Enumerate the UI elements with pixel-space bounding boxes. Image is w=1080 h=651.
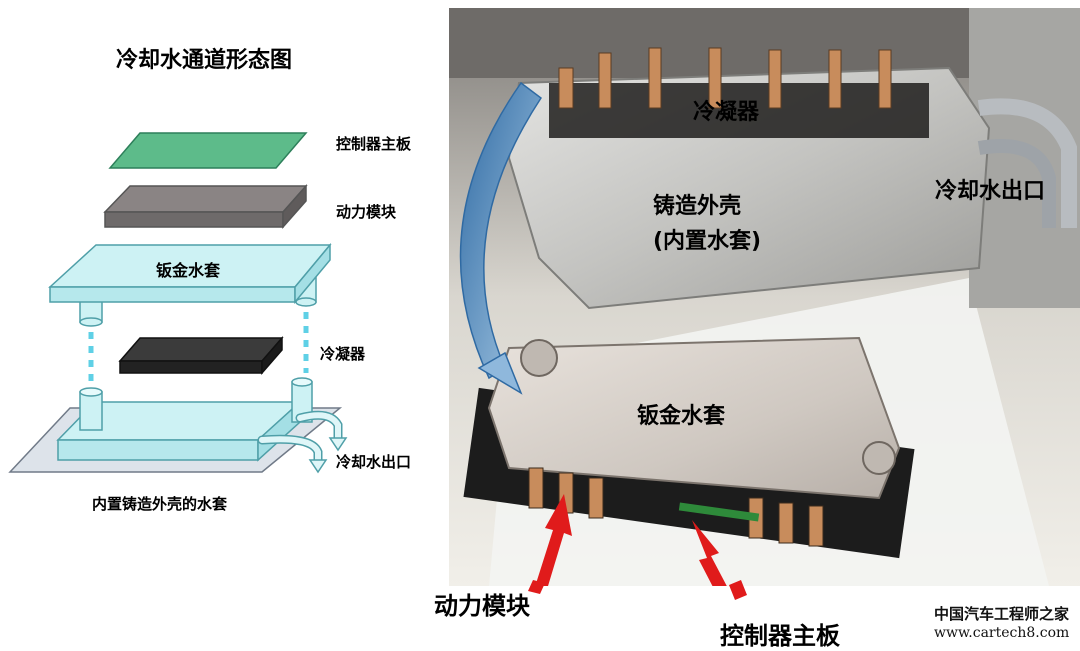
power-module-top [103, 185, 308, 213]
red-arrow-controller-board [692, 520, 727, 586]
green-board-edge [678, 502, 760, 522]
outlet-pipes [977, 98, 1077, 228]
outlet-arrowhead-1 [328, 437, 348, 452]
red-arrow-power-module [535, 494, 572, 586]
photo-label-sheet-jacket: 钣金水套 [637, 404, 726, 429]
photo-panel: 冷凝器 冷却水出口 铸造外壳 (内置水套) 钣金水套 [449, 8, 1080, 586]
watermark-name: 中国汽车工程师之家 [934, 605, 1070, 623]
label-controller-board-photo: 控制器主板 [720, 622, 840, 650]
photo-label-outlet: 冷却水出口 [935, 179, 1046, 204]
label-condenser: 冷凝器 [320, 345, 366, 363]
sheet-jacket-side [294, 242, 331, 305]
outlet-arrowhead-2 [308, 459, 328, 474]
condenser-front [119, 360, 263, 374]
exploded-diagram [8, 132, 348, 474]
label-outlet: 冷却水出口 [336, 453, 412, 471]
photo-label-housing-1: 铸造外壳 [653, 194, 742, 219]
diagram-caption: 内置铸造外壳的水套 [92, 495, 228, 513]
power-module-side [282, 184, 307, 229]
watermark-url: www.cartech8.com [934, 625, 1070, 641]
label-power-module-photo: 动力模块 [434, 592, 530, 620]
power-module-front [104, 211, 284, 228]
photo-label-housing-2: (内置水套) [653, 229, 762, 254]
label-power-module: 动力模块 [336, 203, 397, 221]
controller-board-shape [108, 132, 308, 169]
label-sheet-jacket: 钣金水套 [156, 261, 221, 280]
photo-label-condenser: 冷凝器 [693, 100, 760, 125]
pipe-left [79, 391, 103, 431]
label-controller-board: 控制器主板 [336, 135, 412, 153]
photo-illustration [449, 8, 1080, 586]
condenser-top [118, 337, 284, 362]
integrated-jacket-front [57, 439, 259, 461]
sheet-metal-jacket-photo [487, 336, 901, 500]
sheet-jacket-front [49, 286, 296, 303]
diagram-title: 冷却水通道形态图 [116, 48, 293, 73]
condenser-side [261, 335, 283, 376]
